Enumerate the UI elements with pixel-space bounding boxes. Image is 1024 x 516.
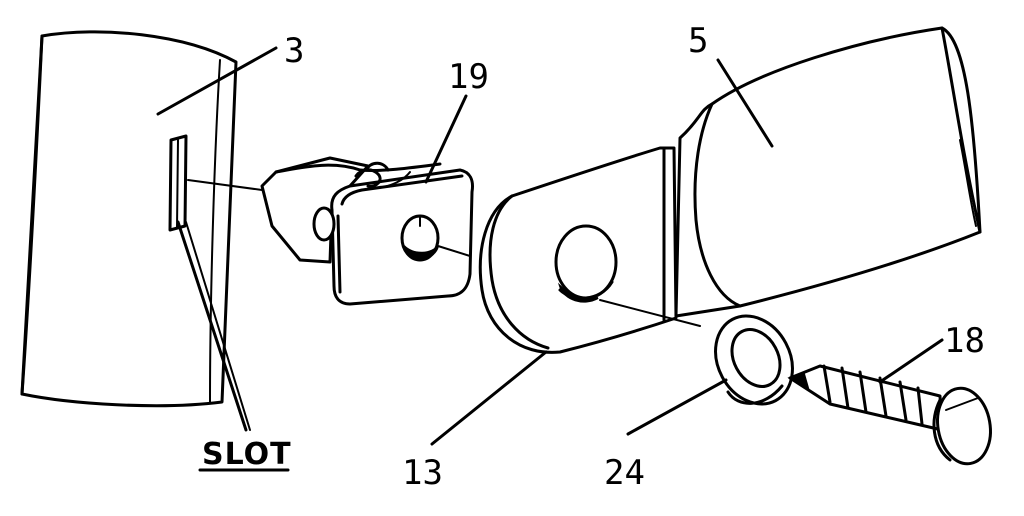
screw-head [932, 386, 992, 466]
label-slot: SLOT [202, 437, 292, 472]
leader-lines [156, 46, 944, 446]
slot-caption: SLOT [198, 437, 292, 472]
label-ref-13: 13 [402, 453, 443, 493]
label-ref-24: 24 [604, 453, 645, 493]
label-ref-3: 3 [284, 31, 304, 71]
clip-part-19 [260, 156, 474, 306]
arm-part-5 [674, 26, 982, 318]
label-ref-18: 18 [944, 321, 985, 361]
assembly-lines [187, 179, 701, 327]
washer-part-24 [714, 314, 794, 406]
tube-part-3 [20, 30, 238, 408]
lug-hole [554, 224, 618, 303]
screw-part-18 [787, 364, 992, 466]
label-ref-5: 5 [688, 21, 708, 61]
lug-part-13 [478, 146, 678, 354]
label-ref-19: 19 [448, 57, 489, 97]
clip-hole [400, 214, 440, 262]
slot-feature [168, 134, 188, 232]
